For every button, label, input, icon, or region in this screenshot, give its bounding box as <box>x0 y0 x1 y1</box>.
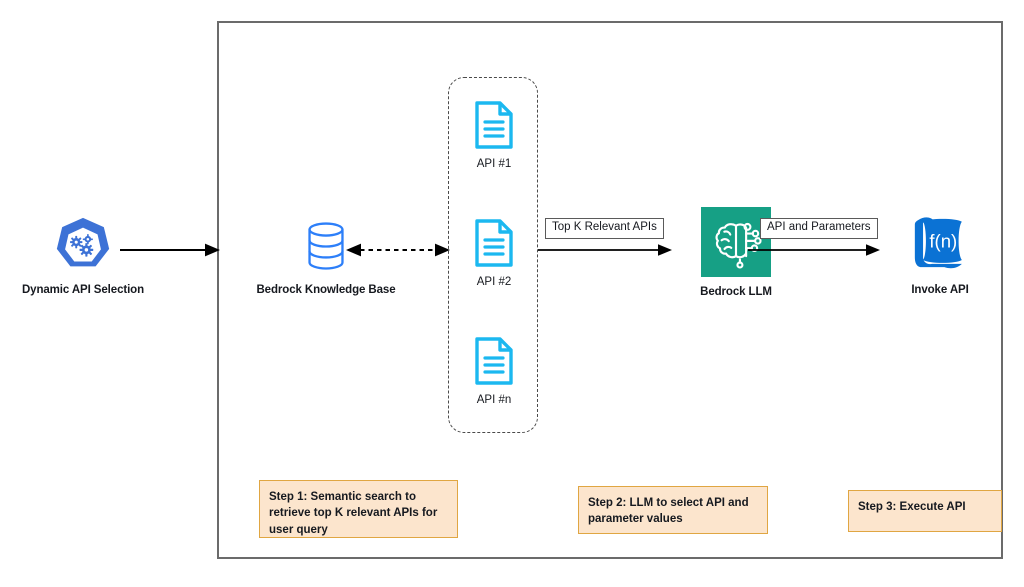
document-icon <box>473 336 515 386</box>
arrow-knowledge-base-to-apis <box>346 243 450 257</box>
node-label-bedrock-llm: Bedrock LLM <box>700 286 772 298</box>
api-item[interactable]: API #1 <box>449 100 539 170</box>
node-label-dynamic-api-selection: Dynamic API Selection <box>21 284 145 296</box>
api-group-box: API #1 API #2 <box>448 77 538 433</box>
api-item[interactable]: API #n <box>449 336 539 406</box>
edge-label-top-k-relevant-apis: Top K Relevant APIs <box>545 218 664 239</box>
api-item[interactable]: API #2 <box>449 218 539 288</box>
lambda-function-icon: f(n) <box>905 207 975 277</box>
node-label-invoke-api: Invoke API <box>911 284 969 296</box>
node-bedrock-knowledge-base[interactable]: Bedrock Knowledge Base <box>236 215 416 296</box>
step-box-2: Step 2: LLM to select API and parameter … <box>578 486 768 534</box>
arrow-llm-to-invoke-api <box>748 244 880 256</box>
svg-text:f(n): f(n) <box>929 230 957 251</box>
document-icon <box>473 218 515 268</box>
edge-label-api-and-parameters: API and Parameters <box>760 218 878 239</box>
workflow-container-frame <box>217 21 1003 559</box>
node-dynamic-api-selection[interactable]: Dynamic API Selection <box>10 215 156 296</box>
step-box-1: Step 1: Semantic search to retrieve top … <box>259 480 458 538</box>
node-label-bedrock-knowledge-base: Bedrock Knowledge Base <box>256 284 396 296</box>
arrow-apis-to-llm <box>538 244 672 256</box>
arrow-entry-to-knowledge-base <box>120 243 220 257</box>
document-icon <box>473 100 515 150</box>
api-item-label: API #1 <box>476 158 512 170</box>
node-bedrock-llm[interactable]: Bedrock LLM <box>672 207 800 298</box>
database-cylinder-icon <box>295 215 357 277</box>
api-item-label: API #n <box>476 394 512 406</box>
node-invoke-api[interactable]: f(n) Invoke API <box>880 207 1000 296</box>
api-item-label: API #2 <box>476 276 512 288</box>
kubernetes-gears-hexagon-icon <box>52 215 114 277</box>
brain-circuit-icon <box>701 207 771 277</box>
step-box-3: Step 3: Execute API <box>848 490 1002 532</box>
